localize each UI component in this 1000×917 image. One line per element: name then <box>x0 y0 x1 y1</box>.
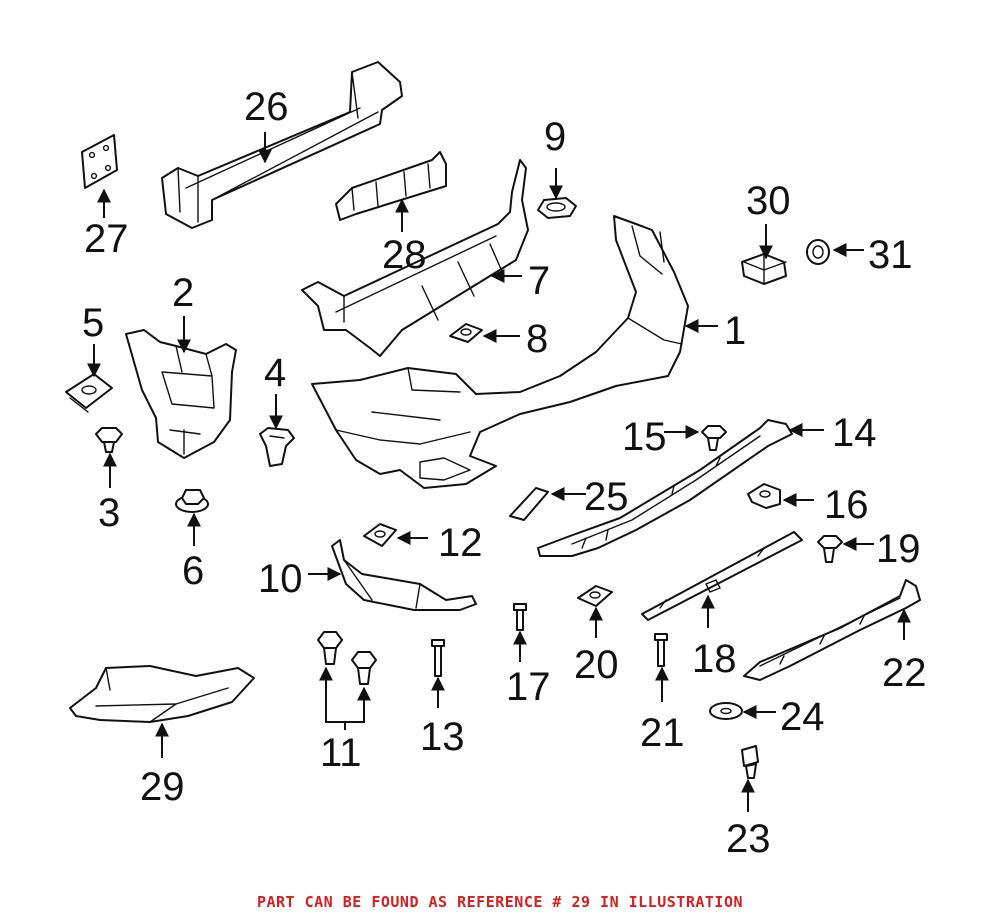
part-16-clip <box>747 483 781 509</box>
part-21-pin <box>654 633 668 667</box>
callout-28: 28 <box>382 233 427 277</box>
callout-8: 8 <box>526 317 548 361</box>
callout-13: 13 <box>420 715 465 759</box>
callout-16: 16 <box>824 483 869 527</box>
part-5-clip <box>65 373 113 413</box>
reference-footnote: PART CAN BE FOUND AS REFERENCE # 29 IN I… <box>256 893 744 911</box>
callout-20: 20 <box>574 643 619 687</box>
callout-9: 9 <box>544 115 566 159</box>
callout-6: 6 <box>182 549 204 593</box>
part-24-washer <box>709 702 743 720</box>
callout-5: 5 <box>82 301 104 345</box>
callout-21: 21 <box>640 711 685 755</box>
callout-15: 15 <box>622 415 667 459</box>
callout-3: 3 <box>98 491 120 535</box>
callout-24: 24 <box>780 695 825 739</box>
part-25-trim-piece <box>509 487 549 521</box>
part-11-screws <box>317 631 377 685</box>
callout-29: 29 <box>140 765 185 809</box>
callout-23: 23 <box>726 817 771 861</box>
part-2-side-bracket <box>125 329 237 459</box>
part-17-pin <box>513 603 527 631</box>
callout-10: 10 <box>258 557 303 601</box>
part-8-clip <box>449 323 483 343</box>
callout-11: 11 <box>320 731 362 775</box>
callout-18: 18 <box>692 637 737 681</box>
part-30-bracket-block <box>741 253 787 285</box>
part-7-upper-bracket <box>301 159 529 357</box>
callout-7: 7 <box>528 259 550 303</box>
part-23-bolt <box>741 745 759 779</box>
callout-12: 12 <box>438 521 483 565</box>
part-6-flange-nut <box>175 489 209 513</box>
callout-31: 31 <box>868 233 913 277</box>
part-12-clip <box>363 523 397 547</box>
callout-1: 1 <box>724 309 746 353</box>
callout-27: 27 <box>84 217 129 261</box>
callout-26: 26 <box>244 85 289 129</box>
callout-17: 17 <box>506 665 551 709</box>
part-3-screw <box>95 427 123 453</box>
callout-25: 25 <box>584 475 629 519</box>
part-22-lower-trim <box>743 579 921 681</box>
callout-2: 2 <box>172 271 194 315</box>
part-28-energy-absorber <box>335 151 447 221</box>
part-29-reflector <box>69 665 255 723</box>
callout-19: 19 <box>876 527 921 571</box>
part-27-mounting-plate <box>81 134 118 189</box>
part-13-pin <box>431 639 445 677</box>
callout-4: 4 <box>264 351 286 395</box>
part-1-bumper-cover <box>311 215 689 489</box>
part-10-trim-panel <box>331 539 477 611</box>
part-15-screw <box>701 425 727 451</box>
part-4-expansion-nut <box>259 427 295 467</box>
part-26-bumper-reinforcement <box>161 61 403 229</box>
callout-22: 22 <box>882 651 927 695</box>
part-19-screw <box>817 535 843 563</box>
callout-labels: 26 27 28 9 7 8 1 30 31 2 5 4 3 6 15 14 2… <box>82 85 927 861</box>
callout-14: 14 <box>832 411 877 455</box>
callout-30: 30 <box>746 179 791 223</box>
part-20-clip <box>577 585 613 607</box>
part-31-grommet <box>806 239 830 265</box>
part-9-nut <box>537 197 577 219</box>
part-18-lower-rail <box>641 531 803 621</box>
leader-lines <box>87 132 911 812</box>
